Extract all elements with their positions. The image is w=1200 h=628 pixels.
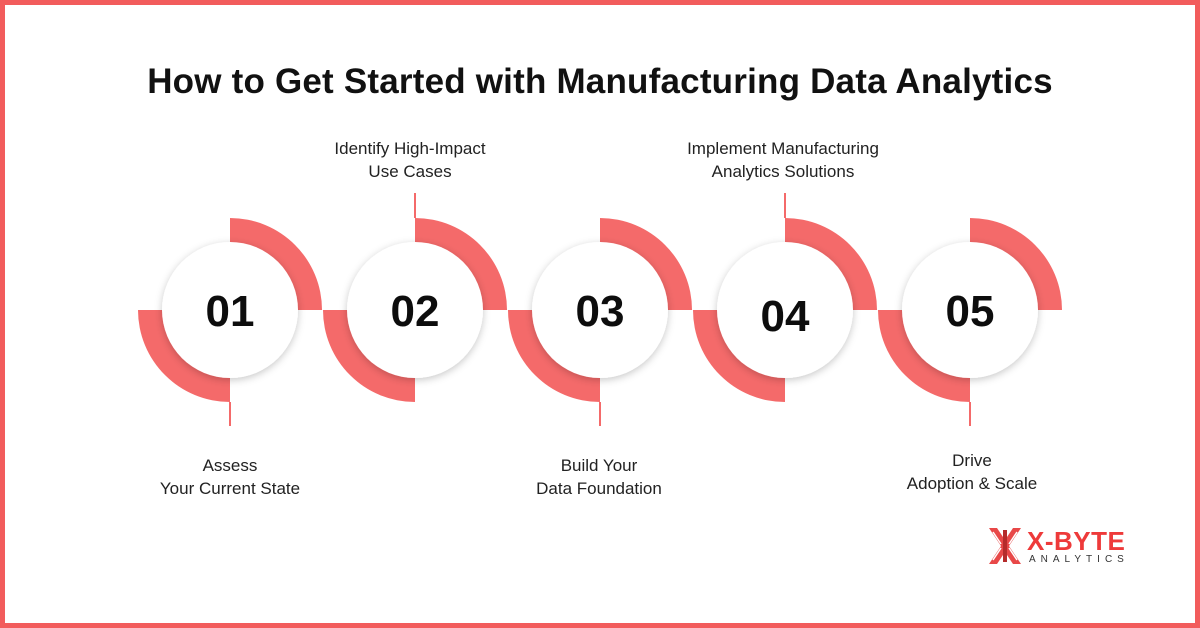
step-5-label: Drive Adoption & Scale [852, 449, 1092, 495]
step-4-label-line2: Analytics Solutions [711, 162, 855, 181]
step-5-label-line2: Adoption & Scale [906, 474, 1038, 493]
step-3: 03 [508, 218, 692, 426]
step-2-circle [347, 242, 483, 378]
step-4: 04 [693, 193, 877, 402]
step-1-label-line1: Assess [202, 456, 258, 475]
step-2-number: 02 [391, 287, 440, 336]
step-2: 02 [323, 193, 507, 402]
step-3-number: 03 [576, 287, 625, 336]
step-4-label-line1: Implement Manufacturing [687, 139, 879, 158]
step-1-number: 01 [206, 287, 255, 336]
step-5: 05 [878, 218, 1062, 426]
logo-name: X-BYTE [1027, 526, 1126, 556]
logo-subtitle: ANALYTICS [1029, 554, 1129, 565]
step-3-label: Build Your Data Foundation [479, 454, 719, 500]
step-2-label-line1: Identify High-Impact [334, 139, 486, 158]
step-5-circle [902, 242, 1038, 378]
step-4-circle [717, 242, 853, 378]
step-1-label: Assess Your Current State [110, 454, 350, 500]
step-3-circle [532, 242, 668, 378]
step-2-label: Identify High-Impact Use Cases [290, 137, 530, 183]
step-5-label-line1: Drive [952, 451, 992, 470]
step-3-label-line2: Data Foundation [536, 479, 662, 498]
x-byte-logo-icon [989, 528, 1021, 564]
page-title: How to Get Started with Manufacturing Da… [147, 62, 1053, 101]
step-3-label-line1: Build Your [560, 456, 638, 475]
step-1: 01 [138, 218, 322, 426]
step-1-circle [162, 242, 298, 378]
step-2-label-line2: Use Cases [368, 162, 452, 181]
step-4-number: 04 [761, 292, 810, 341]
step-1-label-line2: Your Current State [159, 479, 301, 498]
brand-logo: X-BYTE ANALYTICS [987, 524, 1147, 568]
step-5-number: 05 [946, 287, 995, 336]
step-4-label: Implement Manufacturing Analytics Soluti… [663, 137, 903, 183]
